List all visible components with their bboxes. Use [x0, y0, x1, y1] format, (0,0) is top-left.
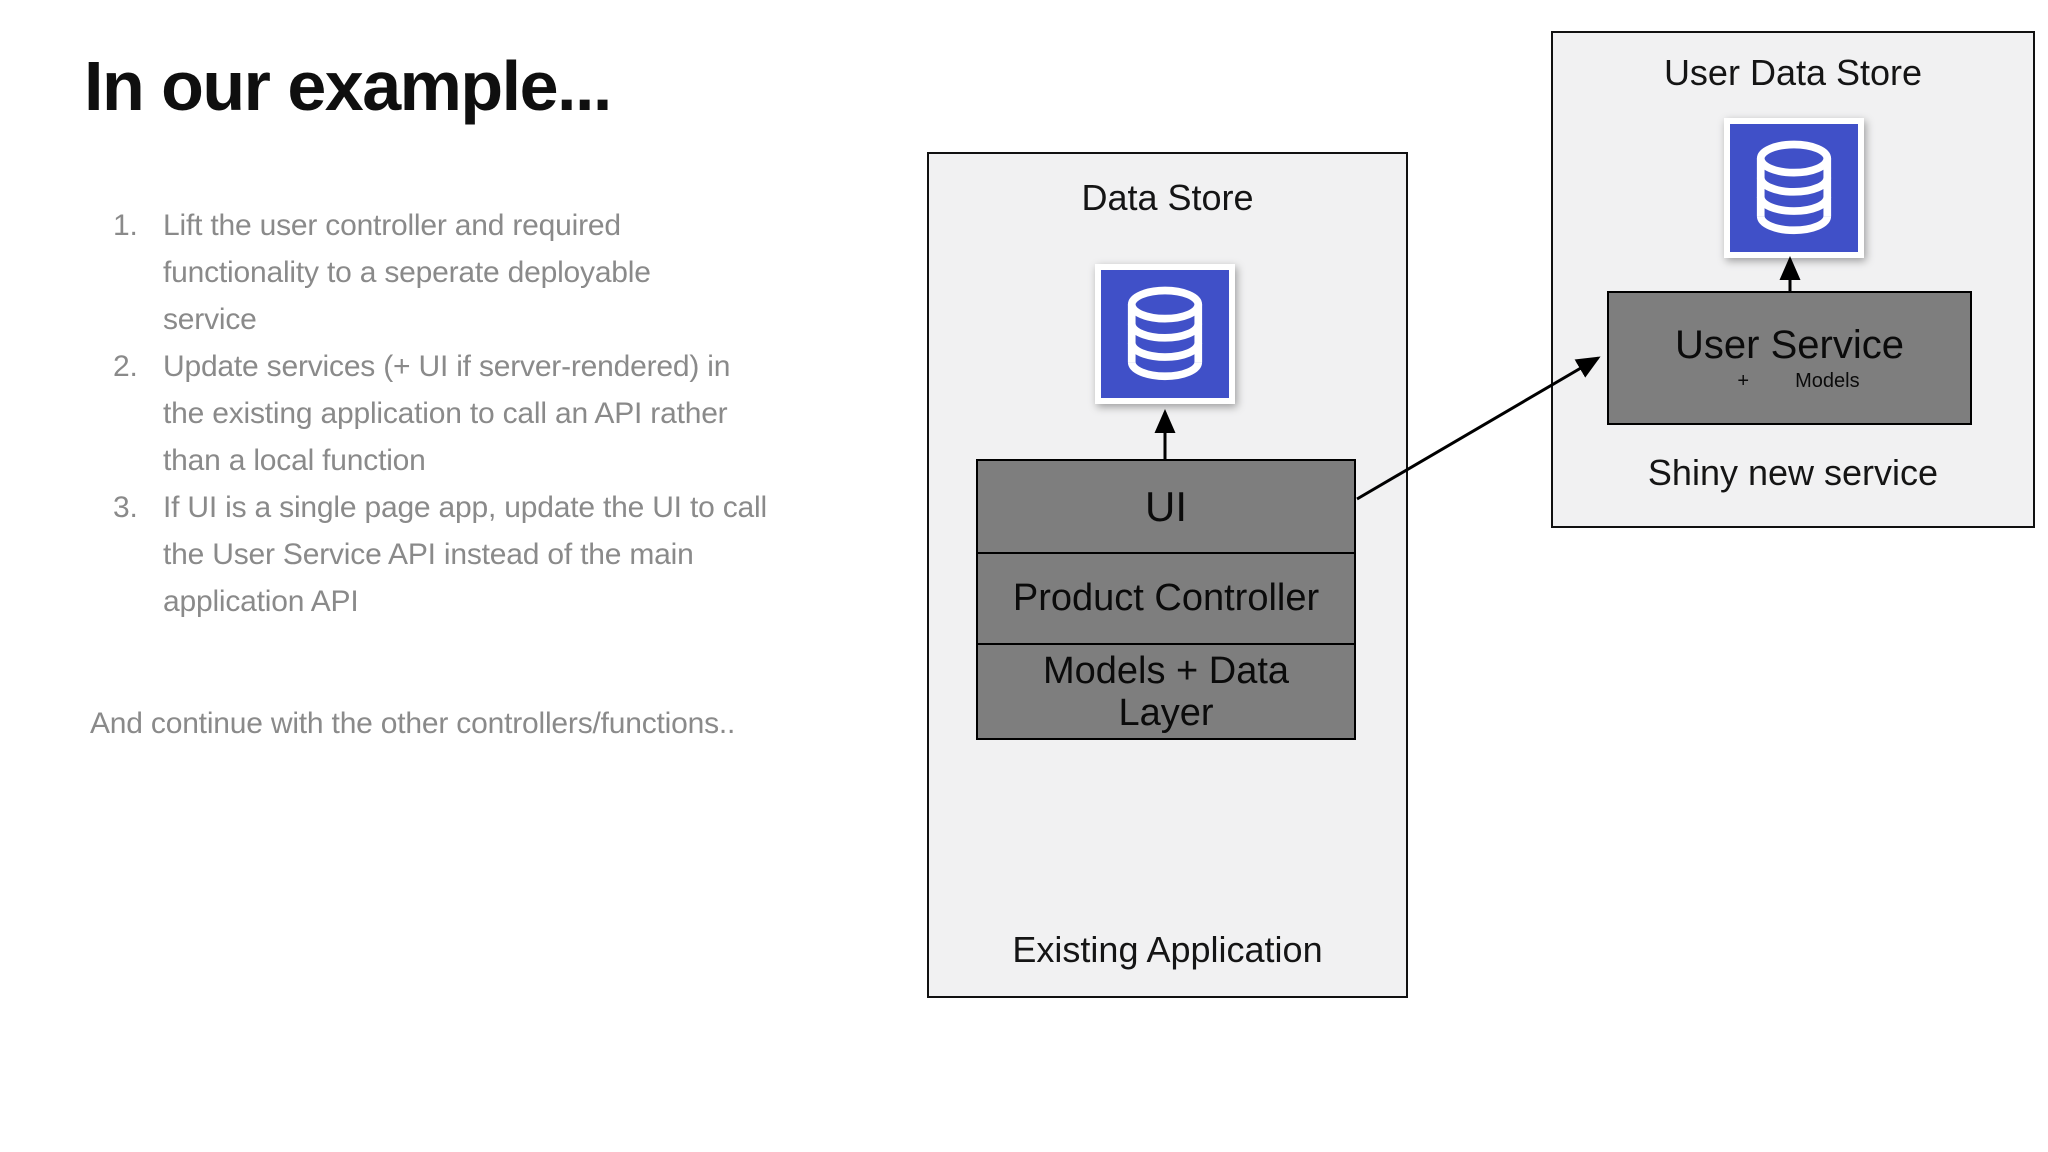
list-item-text: Lift the user controller and required fu…	[163, 209, 651, 336]
user-service-sub-label: + Models	[1737, 368, 1859, 394]
layer-ui: UI	[976, 459, 1356, 554]
list-item-number: 2.	[113, 350, 138, 383]
list-item: 3. If UI is a single page app, update th…	[113, 484, 863, 625]
list-item-number: 1.	[113, 209, 138, 242]
list-item: 1. Lift the user controller and required…	[113, 202, 863, 343]
user-data-store-label: User Data Store	[1663, 52, 1923, 93]
database-icon	[1724, 118, 1864, 258]
layer-product-controller: Product Controller	[976, 552, 1356, 645]
plus-sign: +	[1737, 370, 1750, 392]
list-item-text: Update services (+ UI if server-rendered…	[163, 350, 731, 477]
list-item: 2. Update services (+ UI if server-rende…	[113, 343, 863, 484]
models-label: Models	[1795, 370, 1860, 392]
page-title: In our example...	[84, 47, 612, 125]
layer-models-data: Models + Data Layer	[976, 643, 1356, 740]
steps-list: 1. Lift the user controller and required…	[113, 202, 863, 625]
existing-application-panel: Data Store UI Product Controller Models …	[927, 152, 1408, 998]
shiny-new-service-label: Shiny new service	[1647, 452, 1939, 493]
user-service-label: User Service	[1675, 323, 1904, 367]
data-store-label: Data Store	[1081, 177, 1254, 218]
shiny-service-panel: User Data Store User Service + Models S	[1551, 31, 2035, 528]
list-item-text: If UI is a single page app, update the U…	[163, 491, 767, 618]
database-icon	[1095, 264, 1235, 404]
user-service-box: User Service + Models	[1607, 291, 1972, 425]
footnote: And continue with the other controllers/…	[90, 707, 736, 740]
list-item-number: 3.	[113, 491, 138, 524]
existing-application-label: Existing Application	[1012, 929, 1323, 970]
